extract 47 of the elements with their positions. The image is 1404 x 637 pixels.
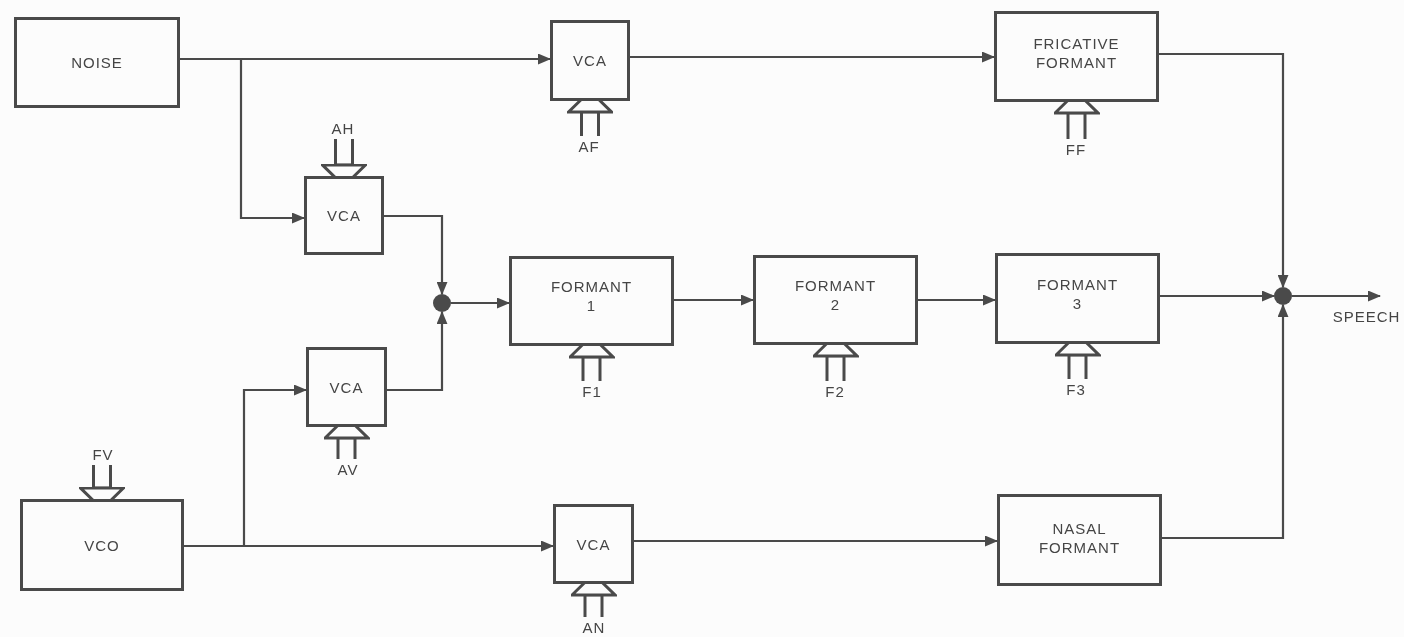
signal-arrow — [387, 310, 448, 392]
signal-arrow — [180, 57, 306, 224]
signal-arrow — [674, 294, 755, 306]
process-box — [997, 494, 1162, 586]
control-input-label: AH — [328, 120, 358, 137]
process-box — [306, 347, 387, 427]
control-input-label: AN — [579, 619, 609, 636]
process-box — [553, 504, 634, 584]
process-box — [550, 20, 630, 101]
block-label: VCA — [326, 206, 362, 225]
process-box — [995, 253, 1160, 344]
process-box — [304, 176, 384, 255]
signal-arrow — [918, 294, 997, 306]
signal-arrow — [1159, 52, 1289, 289]
block-label: FORMANT 2 — [793, 276, 878, 314]
signal-arrow — [630, 51, 996, 63]
block-label: NOISE — [70, 53, 124, 72]
process-box — [14, 17, 180, 108]
control-input-label: F3 — [1061, 381, 1091, 398]
control-input-label: FV — [88, 446, 118, 463]
block-label: VCA — [575, 534, 612, 554]
block-label: FRICATIVE FORMANT — [1032, 33, 1121, 72]
block-label: FORMANT 3 — [1035, 274, 1120, 313]
block-label: FORMANT 1 — [549, 277, 634, 315]
signal-arrow — [451, 297, 511, 309]
control-input-label: AV — [333, 461, 363, 478]
control-input-label: F2 — [820, 383, 850, 400]
control-input-label: AF — [574, 138, 604, 155]
signal-arrow — [184, 540, 555, 552]
junction-dot — [1274, 287, 1292, 305]
process-box — [994, 11, 1159, 102]
block-label: VCA — [572, 51, 608, 70]
signal-arrow — [384, 214, 448, 296]
control-input-label: SPEECH — [1329, 296, 1404, 326]
block-label: NASAL FORMANT — [1037, 519, 1122, 557]
control-input-label: FF — [1061, 141, 1091, 158]
block-label: VCA — [328, 377, 365, 397]
signal-arrow — [1162, 303, 1289, 540]
process-box — [509, 256, 674, 346]
signal-arrow — [1160, 290, 1276, 302]
junction-dot — [433, 294, 451, 312]
signal-arrow — [1292, 290, 1382, 302]
control-input-label: F1 — [577, 383, 607, 400]
process-box — [20, 499, 184, 591]
block-label: VCO — [83, 535, 121, 555]
process-box — [753, 255, 918, 345]
signal-arrow — [634, 535, 999, 547]
